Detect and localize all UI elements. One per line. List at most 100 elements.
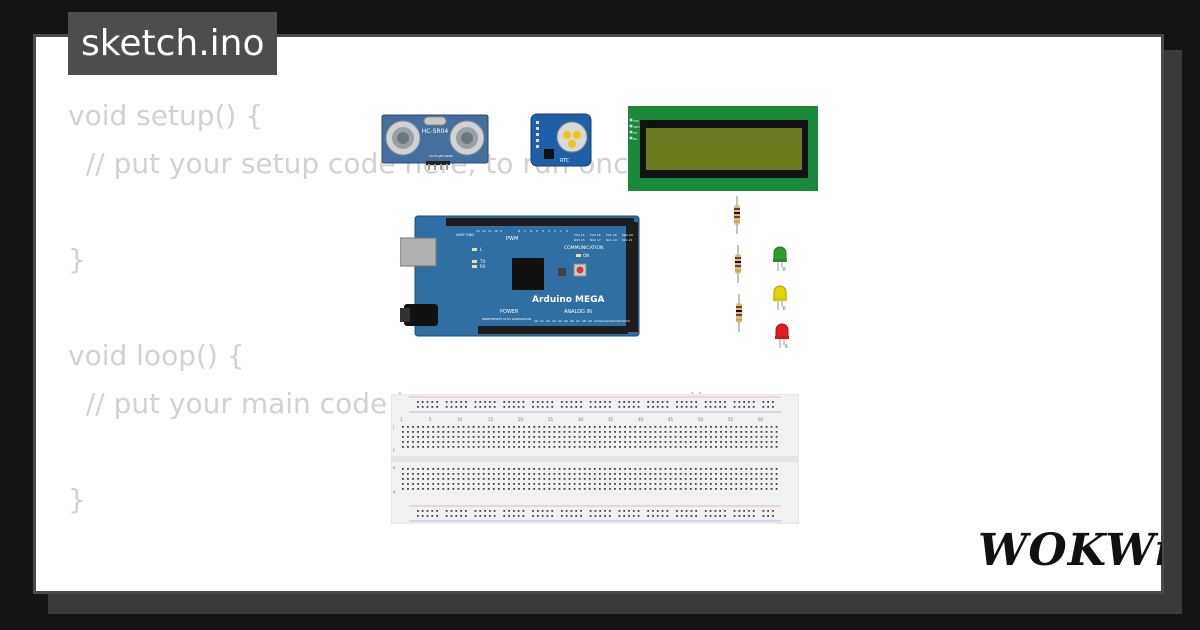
breadboard-hole (699, 441, 702, 443)
breadboard-hole (623, 406, 626, 408)
breadboard-hole (628, 515, 630, 517)
breadboard-hole (457, 478, 460, 480)
ultrasonic-sensor[interactable]: HC-SR04 VCC Trig Echo GND (381, 113, 489, 171)
breadboard-hole (558, 431, 561, 433)
breadboard-hole (629, 468, 632, 470)
breadboard-hole (748, 406, 750, 408)
breadboard[interactable]: 1 5 10 15 20 25 30 35 40 45 50 55 60 j f… (391, 394, 799, 524)
breadboard-hole (624, 483, 626, 485)
breadboard-hole (644, 473, 647, 475)
breadboard-hole (652, 401, 654, 403)
breadboard-hole (432, 473, 435, 475)
breadboard-hole (659, 426, 662, 428)
breadboard-hole (624, 441, 626, 443)
breadboard-hole (503, 488, 505, 490)
resistor[interactable] (732, 196, 742, 234)
breadboard-hole (508, 441, 510, 443)
resistor[interactable] (733, 245, 743, 283)
lcd-display[interactable]: VSS VDD V0 RS (628, 106, 818, 191)
breadboard-hole (674, 446, 677, 448)
breadboard-hole (533, 473, 536, 475)
breadboard-hole (710, 478, 712, 480)
breadboard-hole (575, 401, 578, 403)
breadboard-hole (666, 515, 669, 517)
breadboard-hole (407, 436, 409, 438)
breadboard-hole (714, 406, 717, 408)
breadboard-hole (694, 483, 697, 485)
breadboard-hole (745, 441, 748, 443)
breadboard-hole (513, 441, 515, 443)
breadboard-hole (775, 431, 778, 433)
breadboard-hole (528, 426, 531, 428)
breadboard-hole (674, 431, 677, 433)
breadboard-hole (656, 406, 659, 408)
breadboard-hole (437, 441, 440, 443)
breadboard-hole (546, 401, 549, 403)
breadboard-hole (513, 483, 515, 485)
breadboard-hole (447, 426, 450, 428)
breadboard-hole (659, 436, 662, 438)
led-l-label: L (480, 247, 483, 252)
breadboard-hole (664, 436, 667, 438)
breadboard-hole (685, 401, 688, 403)
pin-label: A3 (552, 319, 556, 323)
breadboard-hole (684, 431, 687, 433)
breadboard-hole (464, 406, 467, 408)
breadboard-hole (578, 431, 581, 433)
led-green[interactable]: R (772, 246, 788, 272)
breadboard-hole (724, 510, 726, 512)
breadboard-hole (503, 431, 505, 433)
breadboard-hole (679, 483, 682, 485)
breadboard-hole (598, 473, 601, 475)
breadboard-hole (402, 488, 404, 490)
breadboard-hole (694, 426, 697, 428)
breadboard-hole (750, 426, 753, 428)
breadboard-hole (508, 473, 510, 475)
breadboard-hole (447, 468, 450, 470)
breadboard-hole (528, 441, 531, 443)
breadboard-hole (634, 478, 637, 480)
arduino-mega[interactable]: Arduino MEGA PWM COMMUNICATION POWER ANA… (400, 214, 640, 338)
breadboard-hole (447, 473, 450, 475)
breadboard-hole (695, 515, 698, 517)
breadboard-hole (762, 406, 765, 408)
resistor[interactable] (734, 294, 744, 332)
breadboard-hole (523, 426, 525, 428)
breadboard-hole (730, 478, 733, 480)
code-line: } (68, 483, 86, 516)
breadboard-hole (745, 473, 748, 475)
breadboard-hole (497, 431, 500, 433)
breadboard-hole (492, 478, 495, 480)
breadboard-hole (619, 441, 621, 443)
breadboard-hole (664, 431, 667, 433)
led-yellow[interactable]: R (772, 285, 788, 311)
breadboard-hole (720, 468, 722, 470)
breadboard-hole (745, 483, 748, 485)
breadboard-hole (656, 401, 659, 403)
breadboard-hole (593, 468, 596, 470)
breadboard-hole (720, 426, 722, 428)
breadboard-hole (573, 436, 576, 438)
breadboard-hole (445, 406, 448, 408)
breadboard-hole (417, 483, 419, 485)
rtc-module[interactable]: RTC (530, 113, 592, 167)
breadboard-hole (588, 483, 591, 485)
breadboard-hole (487, 478, 490, 480)
breadboard-hole (497, 426, 500, 428)
breadboard-hole (608, 515, 611, 517)
breadboard-hole (578, 478, 581, 480)
breadboard-hole (669, 488, 672, 490)
led-red[interactable]: R (774, 323, 790, 349)
breadboard-hole (455, 515, 458, 517)
breadboard-hole (487, 446, 490, 448)
breadboard-hole (573, 483, 576, 485)
breadboard-hole (568, 478, 571, 480)
breadboard-hole (513, 488, 515, 490)
breadboard-hole (467, 436, 470, 438)
breadboard-hole (593, 431, 596, 433)
pin-label: VIN (526, 317, 531, 321)
breadboard-hole (588, 426, 591, 428)
breadboard-hole (563, 431, 566, 433)
breadboard-hole (618, 510, 621, 512)
file-tab[interactable]: sketch.ino (68, 12, 278, 75)
